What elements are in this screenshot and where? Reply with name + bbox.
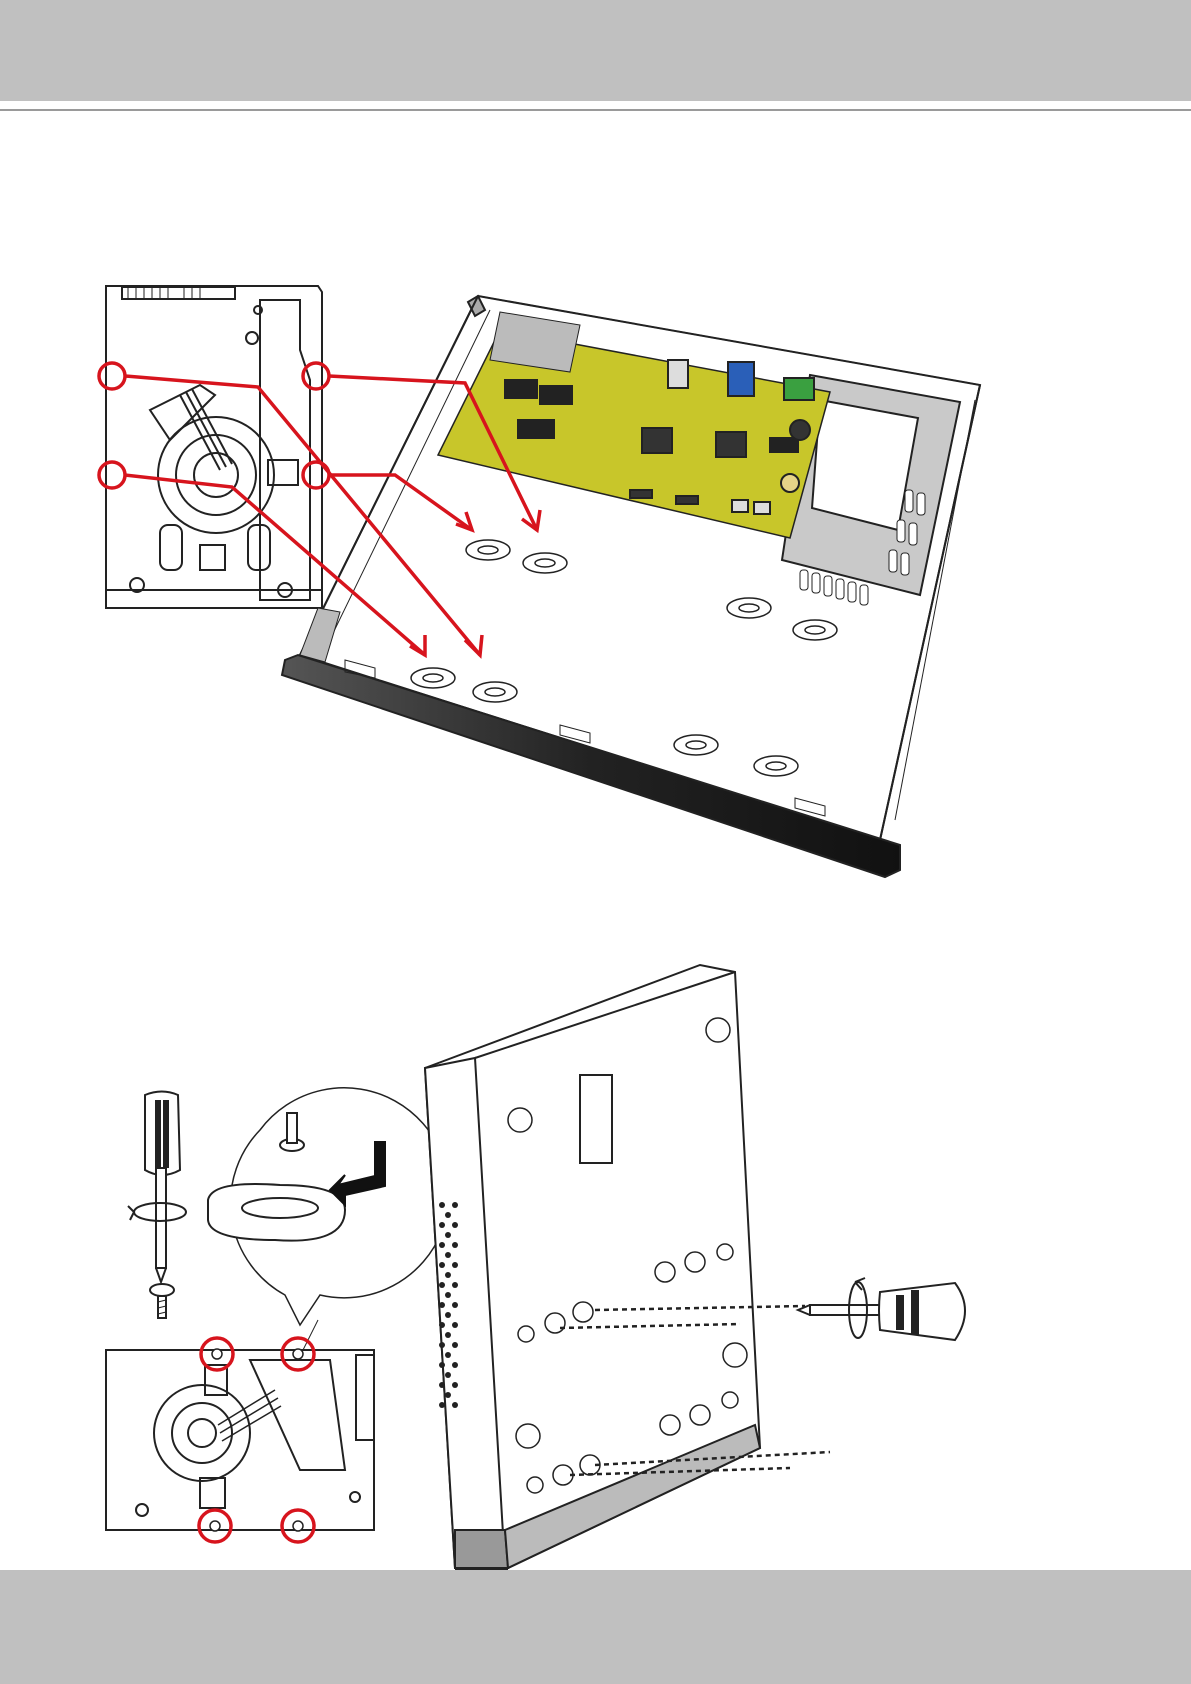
magnified-detail: [208, 1088, 449, 1325]
screwdriver-left: [128, 1092, 186, 1283]
page-footer-bar: [0, 1570, 1191, 1684]
top-figure: [99, 286, 980, 877]
bottom-figure: [106, 965, 965, 1568]
screw-icon: [150, 1284, 174, 1318]
hard-drive-top: [106, 286, 322, 608]
chassis-underside: [425, 965, 760, 1568]
screwdriver-right: [798, 1278, 965, 1340]
hard-drive-side: [106, 1350, 374, 1530]
chassis-open: [282, 296, 980, 877]
